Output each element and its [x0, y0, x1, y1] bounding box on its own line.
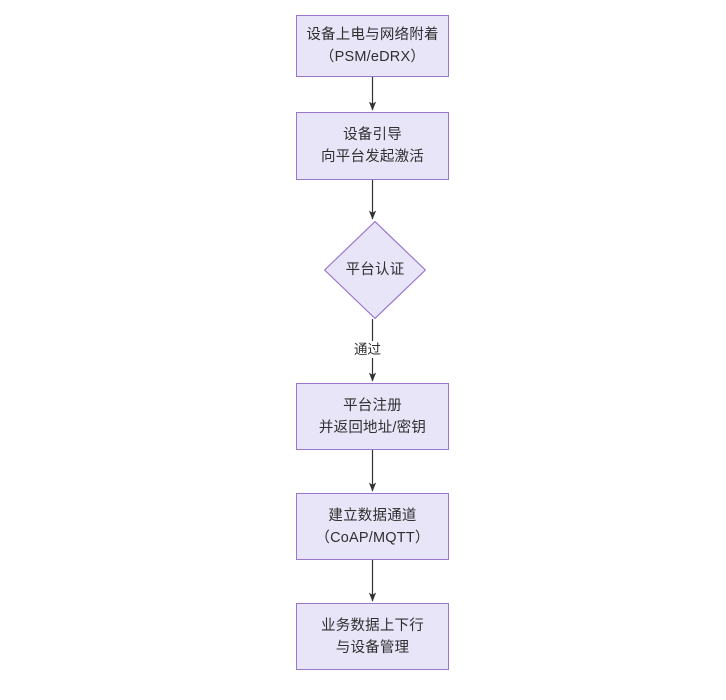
node-text-line: 设备上电与网络附着 [306, 27, 439, 43]
node-text-line: （PSM/eDRX） [319, 49, 426, 65]
process-node-data-channel[interactable]: 建立数据通道 （CoAP/MQTT） [296, 493, 449, 560]
diamond-shape [324, 221, 426, 319]
process-node-platform-register[interactable]: 平台注册 并返回地址/密钥 [296, 383, 449, 450]
node-text-line: 设备引导 [343, 127, 402, 143]
decision-node-platform-auth[interactable]: 平台认证 [324, 221, 426, 319]
node-text-line: 平台注册 [343, 397, 402, 414]
process-node-device-bootstrap[interactable]: 设备引导 向平台发起激活 [296, 112, 449, 180]
process-node-power-on[interactable]: 设备上电与网络附着 （PSM/eDRX） [296, 15, 449, 77]
decision-node-label-wrap: 平台认证 [324, 221, 426, 319]
node-text-line: 与设备管理 [335, 639, 410, 656]
node-text-line: 并返回地址/密钥 [318, 419, 427, 436]
process-node-business-data[interactable]: 业务数据上下行 与设备管理 [296, 603, 449, 670]
node-text-line: 建立数据通道 [328, 507, 417, 524]
node-text-line: 向平台发起激活 [321, 149, 424, 165]
node-text-line: 平台认证 [345, 262, 405, 278]
node-text-line: 业务数据上下行 [321, 617, 424, 634]
edge-label-pass: 通过 [352, 341, 383, 358]
node-text-line: （CoAP/MQTT） [315, 529, 430, 546]
